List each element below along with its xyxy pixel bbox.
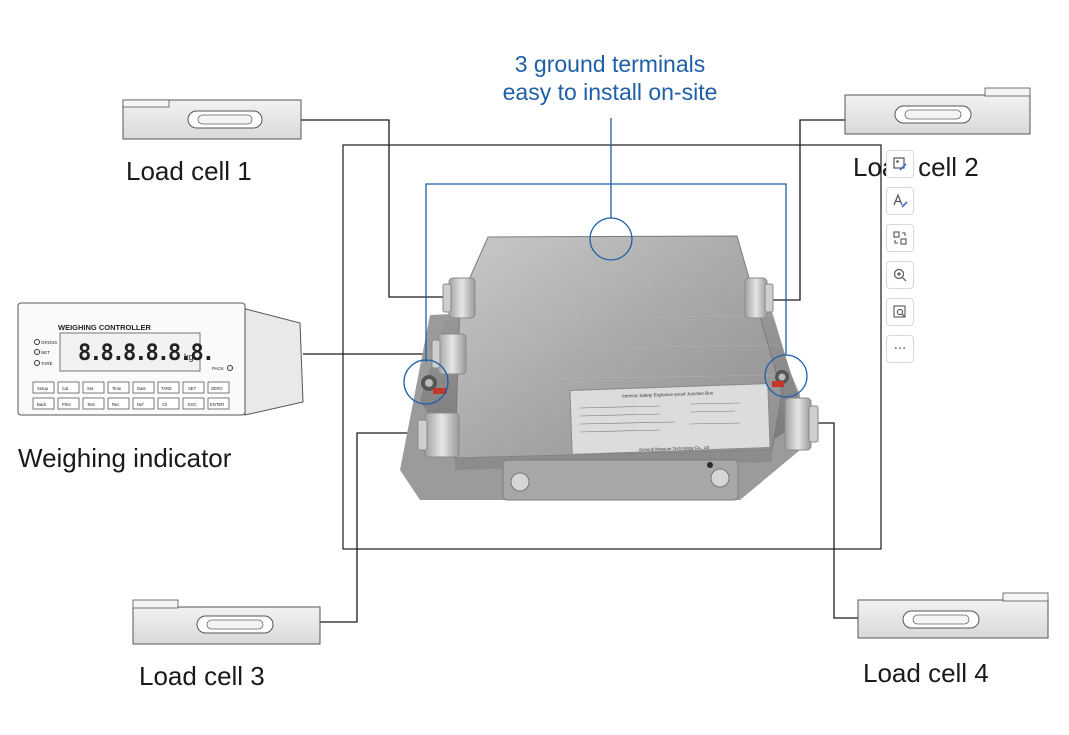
image-toolbar: ··· [886,150,914,363]
callout-line-2: easy to install on-site [502,79,718,105]
key-label: ENTER [210,402,224,407]
nameplate-title: Intrinsic Safety Explosion-proof Junctio… [622,390,714,398]
convert-icon[interactable] [886,224,914,252]
keypad-row-2: Back Print Test Rec Def Clr ESC ENTER [32,397,230,410]
key-label: Clr [162,402,168,407]
ground-circle-left [403,359,449,405]
cable-gland-mid-left [431,333,467,375]
key-label: Set [87,386,94,391]
diagram-frame [342,144,882,550]
key-label: Rec [112,402,119,407]
load-cell-4-label: Load cell 4 [863,658,989,688]
weighing-indicator-image: WEIGHING CONTROLLER 8.8.8.8.8.8. kg GROS… [17,302,304,416]
bracket-screw-left [510,472,530,492]
load-cell-4-wire [805,422,860,619]
load-cell-4-image [857,592,1049,639]
load-cell-3-wire [320,432,425,623]
ground-terminals-callout-text: 3 ground terminals easy to install on-si… [440,50,780,106]
indicator-display [59,332,201,372]
cable-gland-bottom-left [417,412,460,458]
weighing-indicator-label: Weighing indicator [18,443,232,473]
key-label: Def [137,402,144,407]
key-label: Date [137,386,147,391]
key-label: Time [112,386,122,391]
indicator-pack: PACK [212,366,224,371]
zoom-in-icon[interactable] [886,261,914,289]
junction-box-photo: Intrinsic Safety Explosion-proof Junctio… [400,235,819,501]
load-cell-2-wire [765,119,845,301]
key-label: ESC [188,402,197,407]
load-cell-1-label: Load cell 1 [126,156,252,186]
image-edit-icon[interactable] [886,150,914,178]
load-cell-3-label: Load cell 3 [139,661,265,691]
key-label: SET [188,386,197,391]
load-cell-1-wire [300,119,450,298]
nameplate [569,383,771,455]
image-search-icon[interactable] [886,298,914,326]
nameplate-manufacturer: General Measure Technology Co., Ltd [639,445,710,452]
load-cell-1-image [122,99,302,140]
cable-gland-top-left [442,277,476,319]
mounting-bracket [502,459,739,501]
key-label: Cal [62,386,68,391]
indicator-unit: kg [184,352,194,362]
cable-gland-top-right [744,277,774,319]
ground-terminal-callout [403,118,808,405]
indicator-tare: TARE [41,361,53,366]
key-label: TARE [161,386,172,391]
indicator-gross: GROSS [41,340,57,345]
indicator-digits: 8.8.8.8.8.8. [78,341,213,366]
ground-terminal-left [421,375,447,394]
cable-gland-bottom-right [784,397,819,451]
indicator-net: NET [41,350,50,355]
key-label: Setup [37,386,49,391]
bracket-screw-right [710,468,730,488]
indicator-keypad: Setup Cal Set Time Date TARE SET ZERO Ba… [32,381,230,410]
load-cell-2-label: Load cell 2 [853,152,979,182]
callout-line-1: 3 ground terminals [514,51,706,77]
load-cell-2-image [844,87,1031,135]
indicator-title: WEIGHING CONTROLLER [58,323,151,332]
text-edit-icon[interactable] [886,187,914,215]
more-options-icon[interactable]: ··· [886,335,914,363]
key-label: Back [37,402,47,407]
ground-circle-right [764,354,808,398]
key-label: Test [87,402,96,407]
ground-circle-top [589,217,633,261]
ground-terminal-right [772,370,789,387]
keypad-row-1: Setup Cal Set Time Date TARE SET ZERO [32,381,230,394]
load-cell-3-image [132,599,321,645]
key-label: Print [62,402,71,407]
key-label: ZERO [211,386,223,391]
